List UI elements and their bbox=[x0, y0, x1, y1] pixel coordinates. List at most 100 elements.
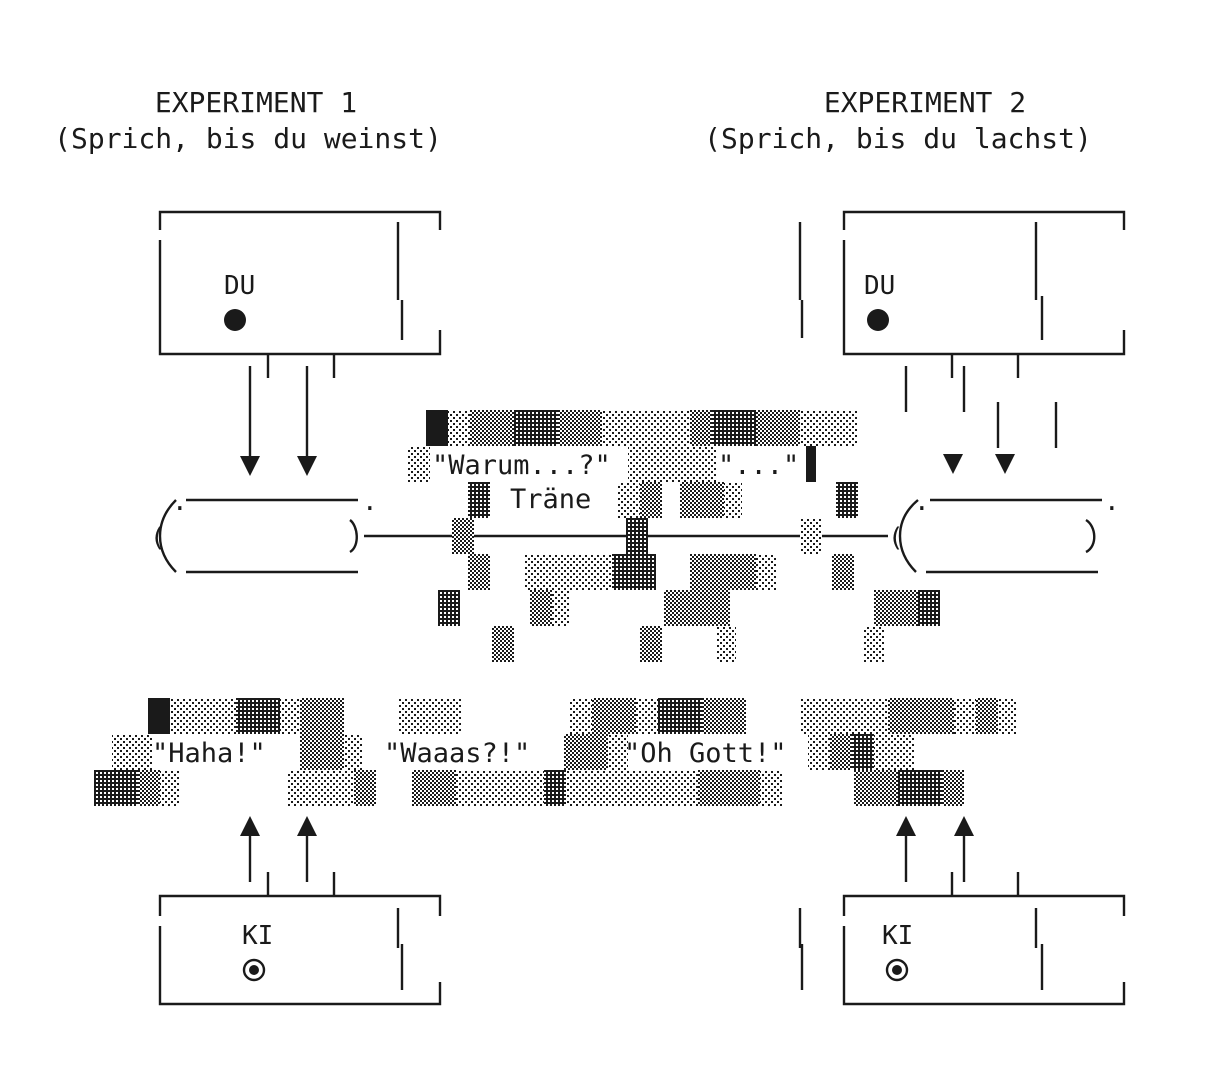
noise-block bbox=[690, 410, 712, 446]
noise-block bbox=[898, 770, 942, 806]
noise-block bbox=[94, 770, 138, 806]
noise-block bbox=[636, 698, 658, 734]
quote-ellipsis: "..." bbox=[718, 450, 799, 481]
noise-block bbox=[344, 734, 362, 770]
noise-block bbox=[808, 734, 830, 770]
experiment-2-ai-arrows bbox=[896, 816, 974, 882]
bullseye-icon bbox=[242, 958, 266, 982]
noise-block bbox=[566, 770, 698, 806]
experiment-1-ai-label: KI bbox=[242, 921, 273, 951]
noise-block bbox=[426, 410, 448, 446]
noise-block bbox=[456, 770, 544, 806]
noise-block bbox=[800, 698, 888, 734]
noise-block bbox=[874, 734, 914, 770]
noise-block bbox=[756, 554, 776, 590]
arrow-up-icon bbox=[896, 816, 916, 836]
noise-block bbox=[438, 590, 460, 626]
noise-block bbox=[658, 698, 702, 734]
experiment-1-user-arrows bbox=[240, 366, 317, 476]
noise-block bbox=[530, 590, 552, 626]
filled-circle-icon bbox=[867, 309, 889, 331]
experiment-1-heading: EXPERIMENT 1 (Sprich, bis du weinst) bbox=[54, 86, 442, 155]
arrow-up-icon bbox=[954, 816, 974, 836]
noise-block bbox=[300, 734, 344, 770]
noise-block bbox=[398, 698, 462, 734]
noise-block bbox=[800, 518, 822, 554]
noise-block bbox=[756, 410, 800, 446]
noise-block bbox=[514, 410, 558, 446]
noise-block bbox=[690, 554, 756, 590]
noise-block bbox=[724, 482, 742, 518]
noise-block bbox=[806, 446, 816, 482]
noise-block bbox=[288, 770, 354, 806]
noise-block bbox=[412, 770, 456, 806]
noise-block bbox=[854, 770, 898, 806]
arrow-down-icon bbox=[240, 456, 260, 476]
noise-block bbox=[760, 770, 782, 806]
noise-block bbox=[452, 518, 474, 554]
quote-waaas: "Waaas?!" bbox=[384, 738, 530, 769]
noise-block bbox=[618, 482, 640, 518]
noise-block bbox=[468, 482, 490, 518]
arrow-down-icon bbox=[297, 456, 317, 476]
noise-block bbox=[448, 410, 470, 446]
noise-block bbox=[954, 698, 976, 734]
noise-block bbox=[698, 770, 760, 806]
noise-block bbox=[170, 698, 236, 734]
laughing-quotes: "Haha!" "Waaas?!" "Oh Gott!" bbox=[152, 738, 787, 769]
noise-block bbox=[836, 482, 858, 518]
noise-block bbox=[148, 698, 170, 734]
experiment-2-subtitle: (Sprich, bis du lachst) bbox=[704, 122, 1092, 155]
noise-block bbox=[354, 770, 376, 806]
filled-circle-icon bbox=[224, 309, 246, 331]
noise-block bbox=[832, 554, 854, 590]
capsule-left-paren: ( bbox=[888, 523, 904, 553]
experiment-2-capsule: ( . . bbox=[888, 487, 1120, 574]
experiment-2-ai-label: KI bbox=[882, 921, 913, 951]
noise-block bbox=[712, 410, 756, 446]
laughing-noise-field bbox=[94, 698, 1016, 806]
noise-block bbox=[664, 590, 730, 626]
crying-quotes: "Warum...?" "..." Träne bbox=[432, 450, 799, 515]
noise-block bbox=[942, 770, 964, 806]
noise-block bbox=[544, 770, 566, 806]
svg-text:.: . bbox=[914, 487, 930, 517]
noise-block bbox=[570, 698, 592, 734]
svg-text:.: . bbox=[1104, 487, 1120, 517]
noise-block bbox=[470, 410, 514, 446]
noise-block bbox=[864, 626, 884, 662]
noise-block bbox=[716, 626, 736, 662]
noise-block bbox=[564, 734, 608, 770]
capsule-left-paren: ( bbox=[150, 523, 166, 553]
arrow-down-icon bbox=[995, 454, 1015, 474]
noise-block bbox=[702, 698, 746, 734]
experiment-1-user-label: DU bbox=[224, 271, 255, 301]
experiment-1-user-box: DU bbox=[158, 210, 442, 378]
noise-block bbox=[628, 446, 716, 482]
experiment-1-capsule: ( . . bbox=[150, 487, 378, 574]
experiment-2-ai-box: KI bbox=[798, 872, 1126, 1006]
experiment-1-ai-box: KI bbox=[158, 872, 442, 1006]
quote-backdrops bbox=[154, 448, 808, 768]
experiment-2-title: EXPERIMENT 2 bbox=[824, 86, 1026, 119]
noise-block bbox=[852, 734, 874, 770]
experiment-2-user-box: DU bbox=[798, 210, 1126, 378]
quote-warum: "Warum...?" bbox=[432, 450, 611, 481]
noise-block bbox=[918, 590, 940, 626]
experiment-2-user-label: DU bbox=[864, 271, 895, 301]
noise-block bbox=[680, 482, 724, 518]
noise-block bbox=[492, 626, 514, 662]
crying-noise-field bbox=[408, 410, 940, 662]
svg-text:.: . bbox=[362, 487, 378, 517]
quote-oh-gott: "Oh Gott!" bbox=[624, 738, 787, 769]
noise-block bbox=[280, 698, 300, 734]
noise-block bbox=[640, 482, 662, 518]
noise-block bbox=[626, 518, 648, 554]
quote-haha: "Haha!" bbox=[152, 738, 266, 769]
noise-block bbox=[612, 554, 656, 590]
experiment-2-user-arrows bbox=[904, 366, 1058, 474]
noise-block bbox=[998, 698, 1016, 734]
noise-block bbox=[468, 554, 490, 590]
noise-block bbox=[608, 734, 628, 770]
